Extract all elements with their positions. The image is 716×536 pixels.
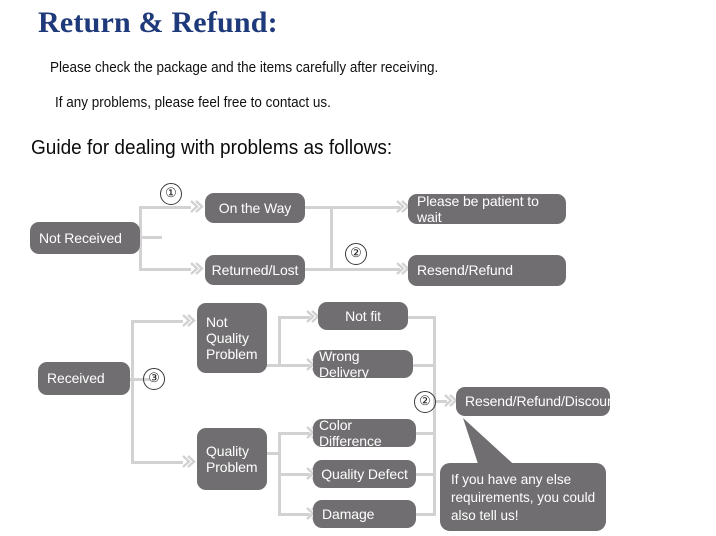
connector-quality-defect-out xyxy=(414,473,436,476)
section-heading: Guide for dealing with problems as follo… xyxy=(31,137,393,159)
step-marker-2-bottom: ② xyxy=(414,391,436,413)
node-quality-problem[interactable]: Quality Problem xyxy=(197,428,267,490)
arrow-to-on-the-way xyxy=(190,199,204,214)
connector-to-wrong-delivery xyxy=(278,364,310,367)
step-marker-3: ③ xyxy=(143,368,165,390)
connector-to-returned-lost xyxy=(139,268,191,271)
node-not-quality-problem[interactable]: Not Quality Problem xyxy=(197,303,267,373)
node-resend-refund-discount[interactable]: Resend/Refund/Discount xyxy=(456,387,619,416)
node-damage[interactable]: Damage xyxy=(313,500,416,528)
connector-received-stub xyxy=(128,378,150,381)
connector-received-bus xyxy=(131,320,134,464)
node-not-received[interactable]: Not Received xyxy=(30,222,140,254)
callout-bubble: If you have any else requirements, you c… xyxy=(440,463,606,531)
node-resend-refund[interactable]: Resend/Refund xyxy=(408,255,566,286)
node-received[interactable]: Received xyxy=(38,362,130,395)
arrow-to-returned-lost xyxy=(190,261,204,276)
connector-to-on-the-way xyxy=(139,206,191,209)
page-title: Return & Refund: xyxy=(38,6,278,39)
connector-on-the-way-out xyxy=(304,206,400,209)
connector-wrong-delivery-out xyxy=(411,364,436,367)
instruction-line-2: If any problems, please feel free to con… xyxy=(55,95,331,111)
node-wrong-delivery[interactable]: Wrong Delivery xyxy=(313,348,413,380)
connector-to-color-difference xyxy=(278,432,310,435)
connector-not-received-stub xyxy=(138,236,162,239)
step-marker-2-top: ② xyxy=(345,243,367,265)
connector-damage-out xyxy=(414,513,436,516)
connector-not-received-bus xyxy=(139,206,142,271)
connector-not-quality-bus xyxy=(278,316,281,366)
connector-top-right-bus xyxy=(330,206,333,270)
connector-to-quality xyxy=(131,461,183,464)
connector-not-quality-stub xyxy=(266,364,280,367)
node-color-difference[interactable]: Color Difference xyxy=(313,417,416,449)
connector-outcome-bus xyxy=(433,316,436,514)
connector-to-not-fit xyxy=(278,316,310,319)
node-please-be-patient[interactable]: Please be patient to wait xyxy=(408,193,566,225)
connector-color-difference-out xyxy=(414,432,436,435)
connector-to-damage xyxy=(278,513,310,516)
arrow-to-quality-problem xyxy=(182,454,196,469)
connector-returned-lost-out xyxy=(304,268,400,271)
node-on-the-way[interactable]: On the Way xyxy=(205,193,305,223)
step-marker-1: ① xyxy=(160,183,182,205)
callout-tail-icon xyxy=(463,418,522,476)
node-returned-lost[interactable]: Returned/Lost xyxy=(205,255,305,285)
connector-not-fit-out xyxy=(406,316,436,319)
connector-outcome-stub xyxy=(433,400,447,403)
instruction-line-1: Please check the package and the items c… xyxy=(50,60,439,76)
connector-to-not-quality xyxy=(131,320,183,323)
arrow-to-not-quality-problem xyxy=(182,313,196,328)
connector-quality-stub xyxy=(266,452,280,455)
node-quality-defect[interactable]: Quality Defect xyxy=(313,460,416,488)
connector-to-quality-defect xyxy=(278,473,310,476)
node-not-fit[interactable]: Not fit xyxy=(318,302,408,330)
